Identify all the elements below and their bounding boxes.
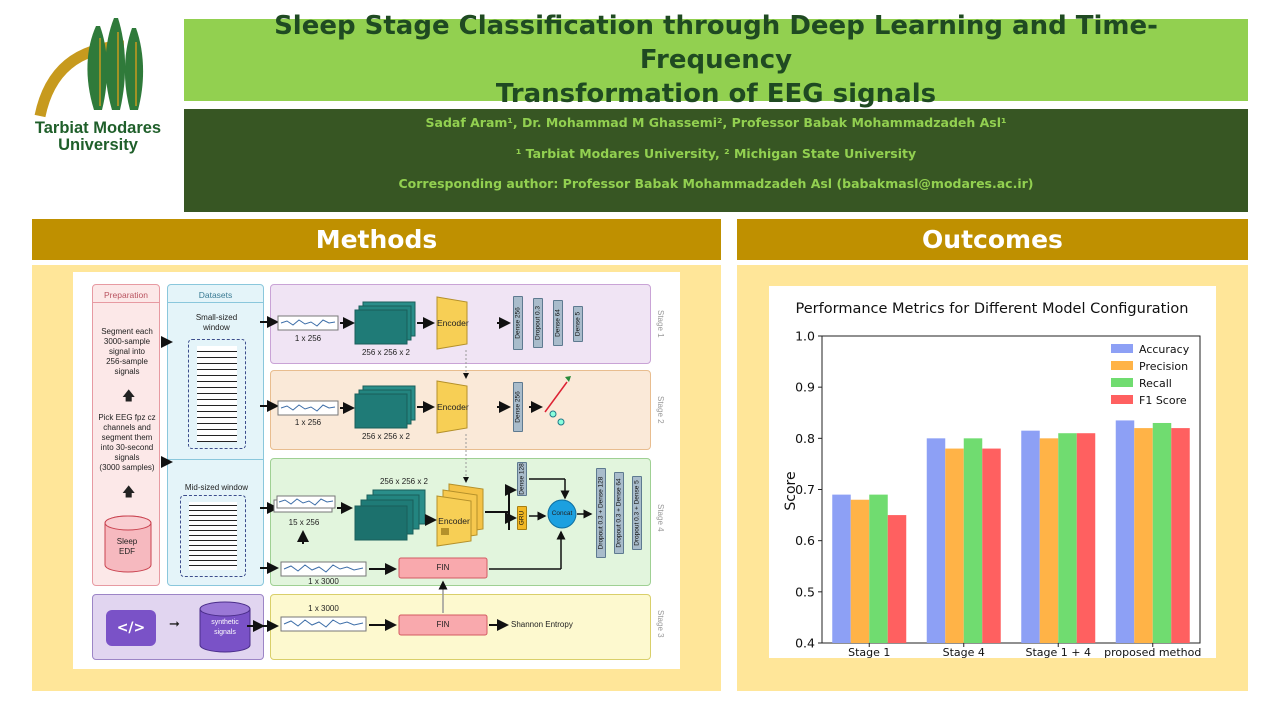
bar bbox=[887, 515, 907, 643]
title-line-2: Transformation of EEG signals bbox=[495, 79, 937, 109]
bar bbox=[1076, 433, 1096, 643]
spectrogram-size-stage4: 256 x 256 x 2 bbox=[379, 477, 429, 486]
arrow-up-icon: 🡅 bbox=[122, 388, 136, 403]
mid-window-label: Mid-sized window bbox=[184, 483, 249, 492]
database-icon bbox=[104, 515, 152, 573]
dd-128-block: Dropout 0.3 + Dense 128 bbox=[596, 468, 606, 558]
poster-title: Sleep Stage Classification through Deep … bbox=[184, 11, 1248, 109]
author-banner: Sadaf Aram¹, Dr. Mohammad M Ghassemi², P… bbox=[184, 109, 1248, 212]
arrow-up-icon: 🡅 bbox=[122, 484, 136, 499]
encoder-stage4: Encoder bbox=[438, 516, 470, 526]
bar bbox=[926, 438, 946, 643]
small-window-lines bbox=[188, 339, 246, 449]
datasets-title: Datasets bbox=[198, 290, 233, 300]
y-axis-label: Score bbox=[783, 471, 799, 510]
fin-stage3: FIN bbox=[436, 620, 450, 629]
size-label-stage1: 1 x 256 bbox=[294, 334, 322, 343]
encoder-stage2: Encoder bbox=[437, 402, 469, 412]
bar bbox=[850, 499, 870, 643]
legend-swatch bbox=[1111, 395, 1133, 404]
bar bbox=[963, 438, 983, 643]
bar bbox=[1152, 422, 1172, 643]
y-tick-label: 1.0 bbox=[795, 329, 815, 344]
chart-title: Performance Metrics for Different Model … bbox=[796, 301, 1189, 317]
cypress-tree-icon bbox=[34, 18, 144, 118]
synthetic-database-icon bbox=[199, 601, 251, 653]
corresponding-author-line: Corresponding author: Professor Babak Mo… bbox=[398, 176, 1034, 191]
legend-swatch bbox=[1111, 344, 1133, 353]
y-tick-label: 0.6 bbox=[795, 533, 815, 548]
legend-label: Recall bbox=[1139, 377, 1172, 390]
affiliations-line: ¹ Tarbiat Modares University, ² Michigan… bbox=[515, 146, 917, 161]
bar bbox=[1115, 420, 1135, 643]
legend-label: Accuracy bbox=[1139, 343, 1190, 356]
performance-chart: Performance Metrics for Different Model … bbox=[769, 286, 1216, 658]
dd-64-block: Dropout 0.3 + Dense 64 bbox=[614, 472, 624, 554]
legend-swatch bbox=[1111, 361, 1133, 370]
y-tick-label: 0.5 bbox=[795, 584, 815, 599]
gru-block: GRU bbox=[517, 506, 527, 530]
dropout-stage1: Dropout 0.3 bbox=[533, 298, 543, 348]
bar bbox=[1058, 433, 1077, 643]
size-label-fin4: 1 x 3000 bbox=[308, 577, 339, 586]
dense-5-stage1: Dense 5 bbox=[573, 306, 583, 342]
bar bbox=[1039, 438, 1059, 643]
legend-label: Precision bbox=[1139, 360, 1188, 373]
y-tick-label: 0.9 bbox=[795, 380, 815, 395]
spectrogram-size-stage2: 256 x 256 x 2 bbox=[361, 432, 411, 441]
bar bbox=[1171, 428, 1190, 643]
legend-label: F1 Score bbox=[1139, 394, 1187, 407]
arrow-right-icon: ➞ bbox=[169, 616, 180, 631]
authors-line: Sadaf Aram¹, Dr. Mohammad M Ghassemi², P… bbox=[425, 115, 1007, 130]
bar bbox=[832, 494, 851, 643]
y-tick-label: 0.8 bbox=[795, 431, 815, 446]
logo-text-line-2: University bbox=[58, 136, 138, 154]
shannon-entropy-label: Shannon Entropy bbox=[511, 620, 573, 629]
title-line-1: Sleep Stage Classification through Deep … bbox=[274, 11, 1158, 75]
code-icon: </> bbox=[106, 610, 156, 646]
size-label-stage3: 1 x 3000 bbox=[308, 604, 339, 613]
dense-128-stage4: Dense 128 bbox=[517, 462, 527, 496]
encoder-stage1: Encoder bbox=[437, 318, 469, 328]
bar bbox=[945, 448, 964, 643]
x-tick-label: Stage 1 bbox=[848, 646, 890, 658]
dd-5-block: Dropout 0.3 + Dense 5 bbox=[632, 476, 642, 550]
y-tick-label: 0.7 bbox=[795, 482, 815, 497]
x-tick-label: proposed method bbox=[1104, 646, 1201, 658]
bar bbox=[982, 448, 1001, 643]
size-label-stage2: 1 x 256 bbox=[294, 418, 322, 427]
dense-64-stage1: Dense 64 bbox=[553, 300, 563, 346]
signal-box bbox=[277, 315, 339, 331]
size-label-stage4: 15 x 256 bbox=[288, 518, 320, 527]
mid-window-lines bbox=[180, 495, 246, 577]
legend-swatch bbox=[1111, 378, 1133, 387]
dense-256-stage1: Dense 256 bbox=[513, 296, 523, 350]
bar bbox=[869, 494, 888, 643]
university-logo: Tarbiat Modares University bbox=[22, 18, 174, 158]
bar-chart-svg: Performance Metrics for Different Model … bbox=[783, 301, 1201, 658]
bar bbox=[1134, 428, 1153, 643]
preparation-title: Preparation bbox=[104, 290, 148, 300]
logo-text-line-1: Tarbiat Modares bbox=[34, 119, 162, 137]
concat-node: Concat bbox=[551, 510, 573, 517]
diagram-connections bbox=[161, 296, 593, 636]
bar bbox=[1021, 430, 1040, 643]
y-tick-label: 0.4 bbox=[795, 636, 815, 651]
dense-256-stage2: Dense 256 bbox=[513, 382, 523, 432]
fin-stage4: FIN bbox=[436, 563, 450, 572]
x-tick-label: Stage 1 + 4 bbox=[1026, 646, 1092, 658]
outcomes-header: Outcomes bbox=[737, 219, 1248, 260]
methods-header: Methods bbox=[32, 219, 721, 260]
spectrogram-size-stage1: 256 x 256 x 2 bbox=[361, 348, 411, 357]
x-tick-label: Stage 4 bbox=[943, 646, 985, 658]
